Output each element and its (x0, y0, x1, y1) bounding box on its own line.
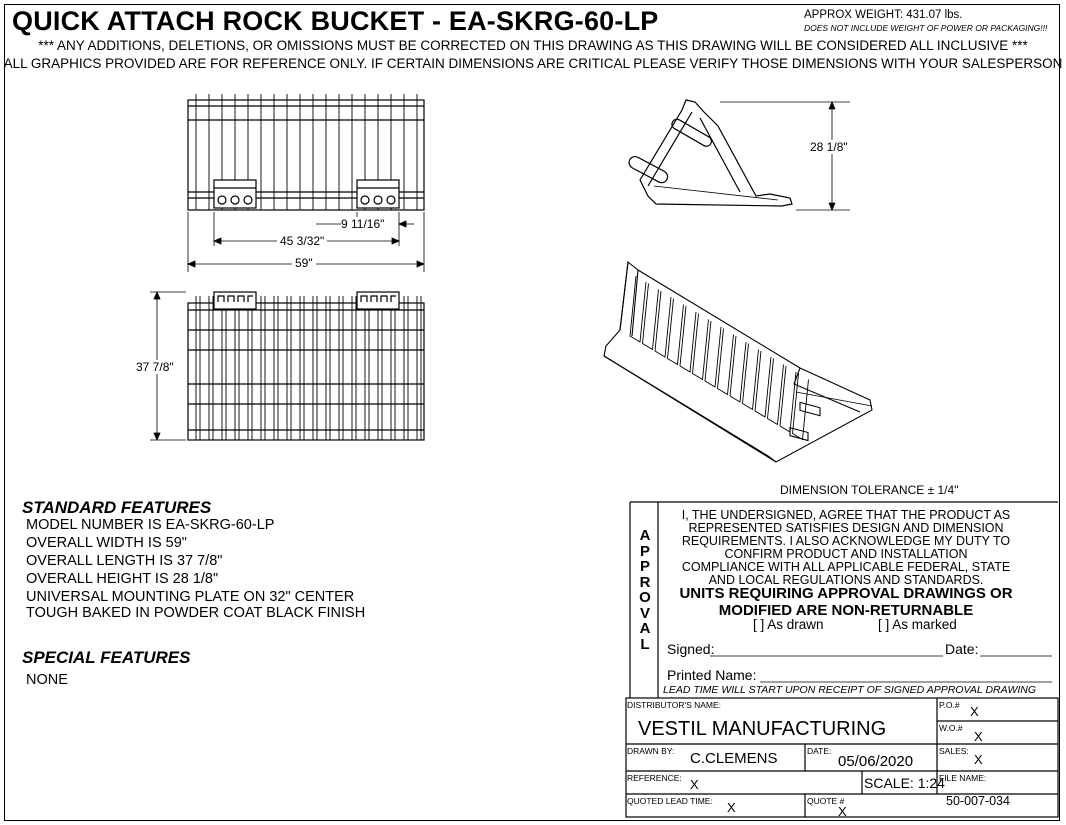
quoted-lead-time-value: X (727, 800, 736, 815)
dim-plate-width: 45 3/32" (277, 234, 328, 248)
quote-number-label: QUOTE # (807, 796, 845, 806)
dim-center-spacing: 9 11/16" (341, 217, 385, 231)
approval-vertical-label: A P P R O V A L (639, 527, 651, 653)
special-feature-item: NONE (26, 672, 68, 688)
reference-value: X (690, 777, 699, 792)
signed-label: Signed: (667, 641, 715, 657)
notice-inclusive: *** ANY ADDITIONS, DELETIONS, OR OMISSIO… (38, 38, 1028, 53)
dimension-tolerance: DIMENSION TOLERANCE ± 1/4" (780, 483, 959, 497)
po-value: X (970, 704, 979, 719)
lead-time-note: LEAD TIME WILL START UPON RECEIPT OF SIG… (663, 684, 1037, 696)
quoted-lead-time-label: QUOTED LEAD TIME: (627, 796, 713, 806)
non-returnable-warning: UNITS REQUIRING APPROVAL DRAWINGS OR MOD… (679, 585, 1013, 619)
title-block-grid (625, 697, 1059, 818)
feature-item: OVERALL HEIGHT IS 28 1/8" (26, 571, 219, 587)
date-label: DATE: (807, 746, 832, 756)
weight-note: DOES NOT INCLUDE WEIGHT OF POWER OR PACK… (804, 23, 1048, 33)
reference-label: REFERENCE: (627, 773, 682, 783)
distributor-label: DISTRIBUTOR'S NAME: (627, 700, 722, 710)
file-name-label: FILE NAME: (939, 773, 987, 783)
date-value: 05/06/2020 (838, 753, 914, 770)
scale-value: SCALE: 1:24 (864, 775, 945, 791)
feature-item: UNIVERSAL MOUNTING PLATE ON 32" CENTER (26, 589, 355, 605)
feature-item: TOUGH BAKED IN POWDER COAT BLACK FINISH (26, 605, 366, 621)
drawing-frame (4, 4, 1060, 821)
approval-box (629, 501, 1058, 698)
feature-item: OVERALL WIDTH IS 59" (26, 535, 187, 551)
printed-name-field[interactable] (761, 667, 1051, 682)
date-label: Date: (945, 641, 979, 657)
printed-name-label: Printed Name: (667, 667, 757, 683)
drawn-by-value: C.CLEMENS (690, 750, 778, 767)
front-view-drawing (187, 291, 425, 441)
side-view-drawing (628, 99, 793, 207)
sales-label: SALES: (939, 746, 969, 756)
dim-overall-height: 28 1/8" (808, 140, 850, 154)
notice-reference: ALL GRAPHICS PROVIDED ARE FOR REFERENCE … (3, 56, 1063, 71)
dim-overall-length: 37 7/8" (134, 360, 176, 374)
po-label: P.O.# (939, 700, 960, 710)
approval-statement: I, THE UNDERSIGNED, AGREE THAT THE PRODU… (681, 508, 1011, 587)
file-name-value: 50-007-034 (946, 794, 1010, 808)
isometric-view-drawing (603, 260, 873, 463)
page-title: QUICK ATTACH ROCK BUCKET - EA-SKRG-60-LP (12, 6, 659, 36)
as-drawn-checkbox[interactable]: [ ] As drawn (753, 617, 824, 632)
quote-number-value: X (838, 804, 847, 819)
special-features-heading: SPECIAL FEATURES (22, 648, 191, 667)
approx-weight: APPROX WEIGHT: 431.07 lbs. (804, 9, 963, 21)
wo-value: X (974, 729, 983, 744)
feature-item: OVERALL LENGTH IS 37 7/8" (26, 553, 223, 569)
drawn-by-label: DRAWN BY: (627, 746, 675, 756)
wo-label: W.O.# (939, 723, 963, 733)
side-view-dimensions (720, 100, 850, 212)
feature-item: MODEL NUMBER IS EA-SKRG-60-LP (26, 517, 275, 533)
distributor-name: VESTIL MANUFACTURING (638, 718, 887, 740)
approval-date-field[interactable] (981, 641, 1051, 656)
sales-value: X (974, 752, 983, 767)
as-marked-checkbox[interactable]: [ ] As marked (878, 617, 957, 632)
dim-overall-width: 59" (292, 256, 316, 270)
top-view-drawing (187, 94, 425, 211)
signature-field[interactable] (711, 641, 941, 656)
standard-features-heading: STANDARD FEATURES (22, 498, 212, 517)
